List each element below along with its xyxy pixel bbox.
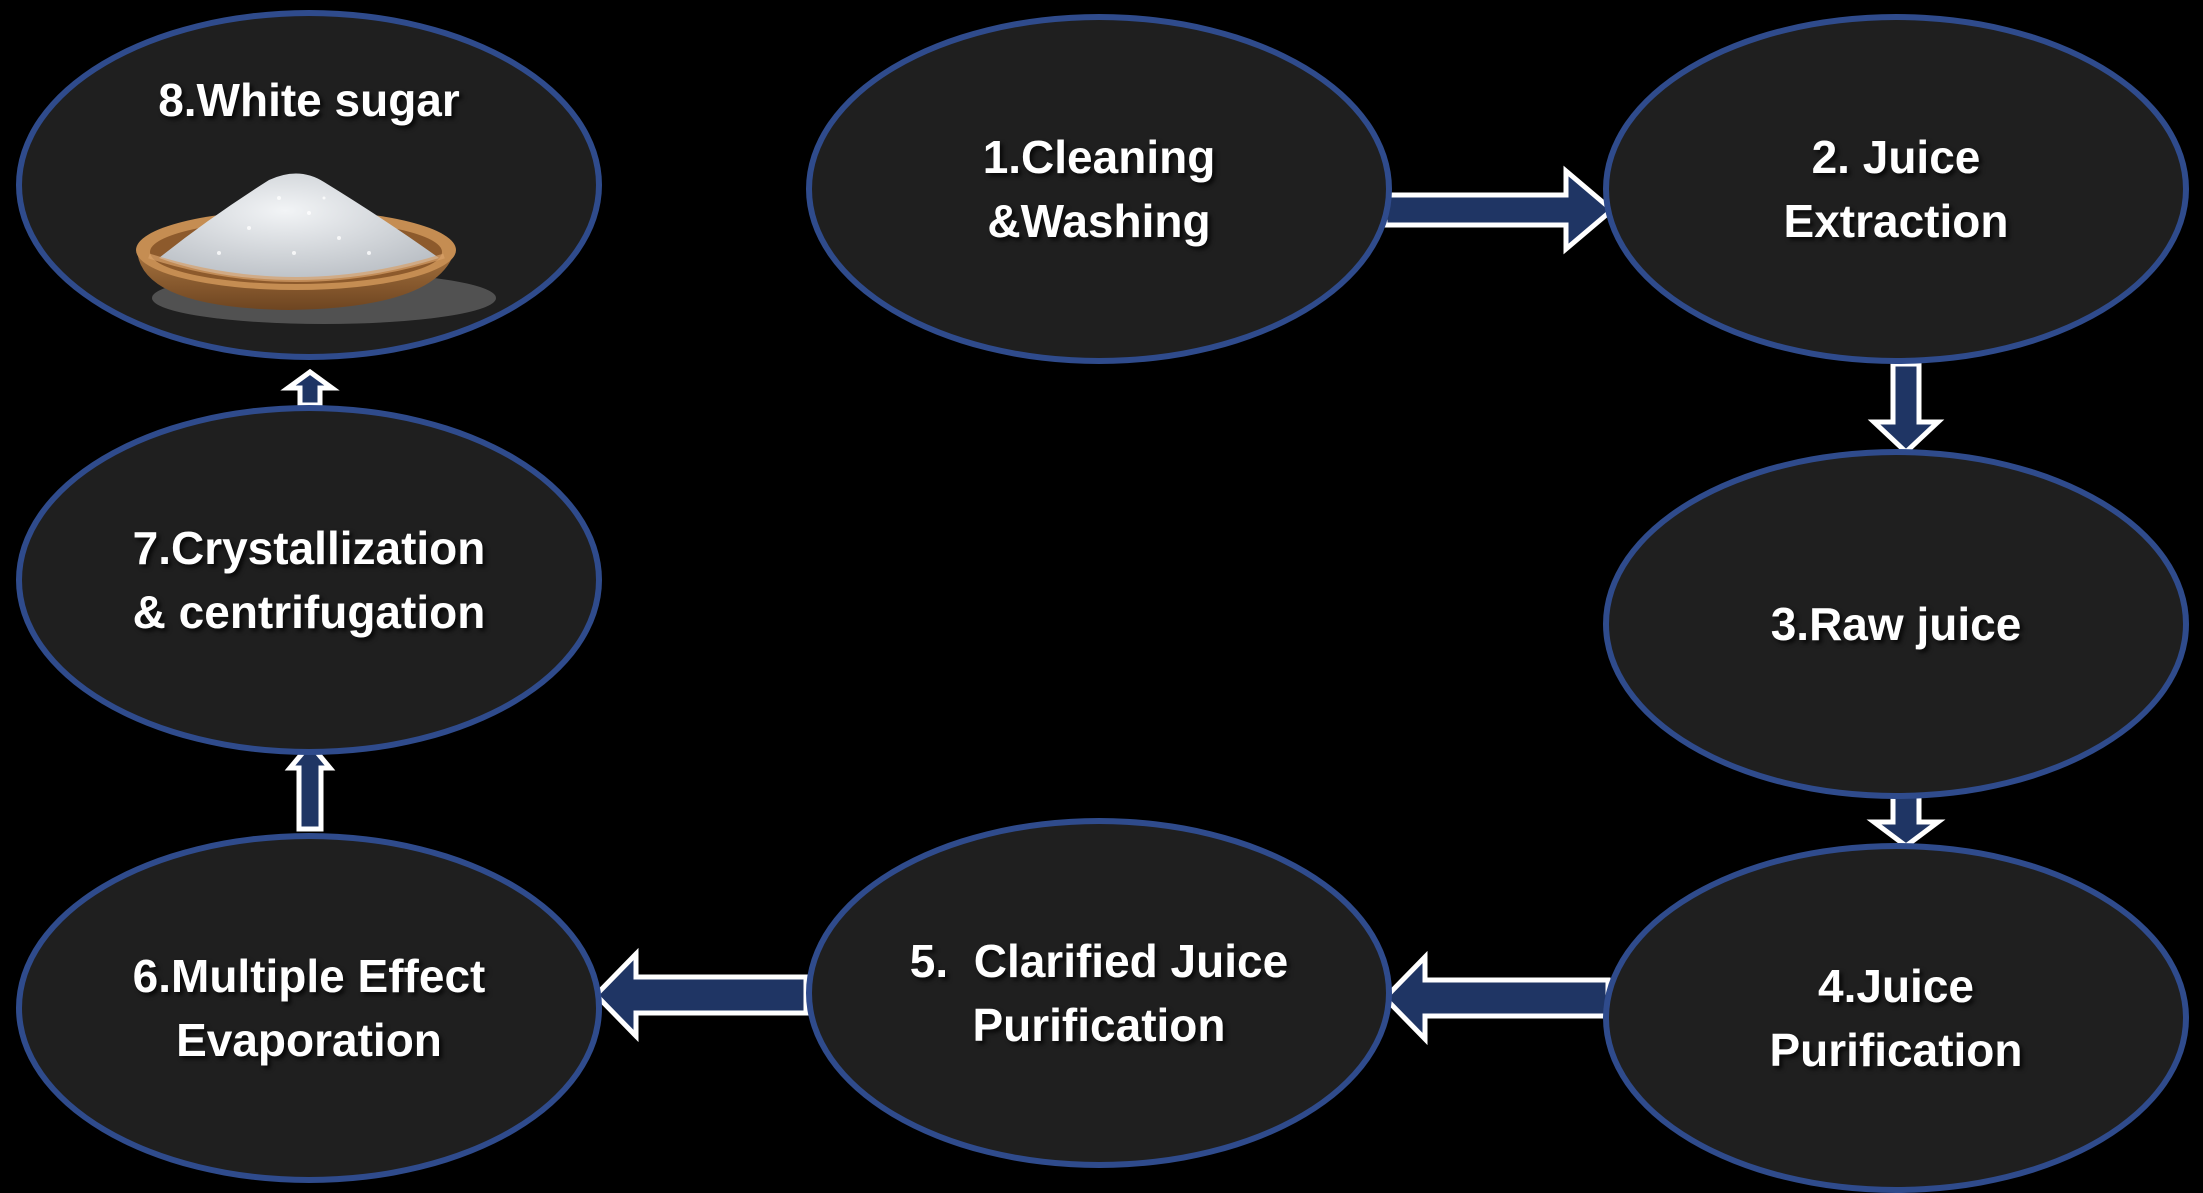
step-7-label: 7.Crystallization & centrifugation [133, 516, 486, 644]
step-3-label: 3.Raw juice [1771, 592, 2022, 656]
step-8-label-line-1: 8.White sugar [158, 74, 460, 126]
step-2-label: 2. Juice Extraction [1784, 125, 2009, 253]
step-5-label-line-2: Purification [972, 999, 1226, 1051]
step-8-white-sugar-node: 8.White sugar [16, 10, 602, 360]
step-1-label: 1.Cleaning &Washing [983, 125, 1216, 253]
step-7-label-line-1: 7.Crystallization [132, 522, 486, 574]
arrow-step-5-to-step-6 [592, 947, 809, 1043]
arrow-step-3-to-step-4 [1866, 789, 1946, 850]
step-5-label-line-1: 5. Clarified Juice [909, 935, 1289, 987]
step-3-label-line-1: 3.Raw juice [1770, 598, 2022, 650]
step-4-label-line-1: 4.Juice [1818, 960, 1974, 1012]
step-6-label: 6.Multiple Effect Evaporation [133, 944, 486, 1072]
arrow-step-1-to-step-2 [1382, 165, 1616, 255]
step-5-label: 5. Clarified Juice Purification [910, 929, 1288, 1057]
step-7-crystallization-centrifugation-node: 7.Crystallization & centrifugation [16, 405, 602, 755]
step-1-label-line-1: 1.Cleaning [982, 131, 1216, 183]
white-sugar-bowl-icon [136, 173, 496, 324]
arrow-step-4-to-step-5 [1381, 950, 1611, 1046]
arrow-step-6-to-step-7 [284, 740, 336, 832]
step-6-label-line-2: Evaporation [176, 1014, 442, 1066]
step-1-cleaning-washing-node: 1.Cleaning &Washing [806, 14, 1392, 364]
step-4-juice-purification-node: 4.Juice Purification [1603, 843, 2189, 1193]
step-2-label-line-1: 2. Juice [1811, 131, 1981, 183]
step-2-juice-extraction-node: 2. Juice Extraction [1603, 14, 2189, 364]
step-7-label-line-2: & centrifugation [132, 586, 486, 638]
step-4-label: 4.Juice Purification [1769, 954, 2022, 1082]
step-6-label-line-1: 6.Multiple Effect [132, 950, 486, 1002]
step-3-raw-juice-node: 3.Raw juice [1603, 449, 2189, 799]
step-1-label-line-2: &Washing [987, 195, 1211, 247]
arrow-step-2-to-step-3 [1867, 361, 1945, 456]
arrow-step-7-to-step-8 [280, 368, 340, 408]
step-8-label: 8.White sugar [158, 68, 460, 132]
step-4-label-line-2: Purification [1769, 1024, 2023, 1076]
step-5-clarified-juice-purification-node: 5. Clarified Juice Purification [806, 818, 1392, 1168]
step-6-multiple-effect-evaporation-node: 6.Multiple Effect Evaporation [16, 833, 602, 1183]
step-2-label-line-2: Extraction [1783, 195, 2009, 247]
